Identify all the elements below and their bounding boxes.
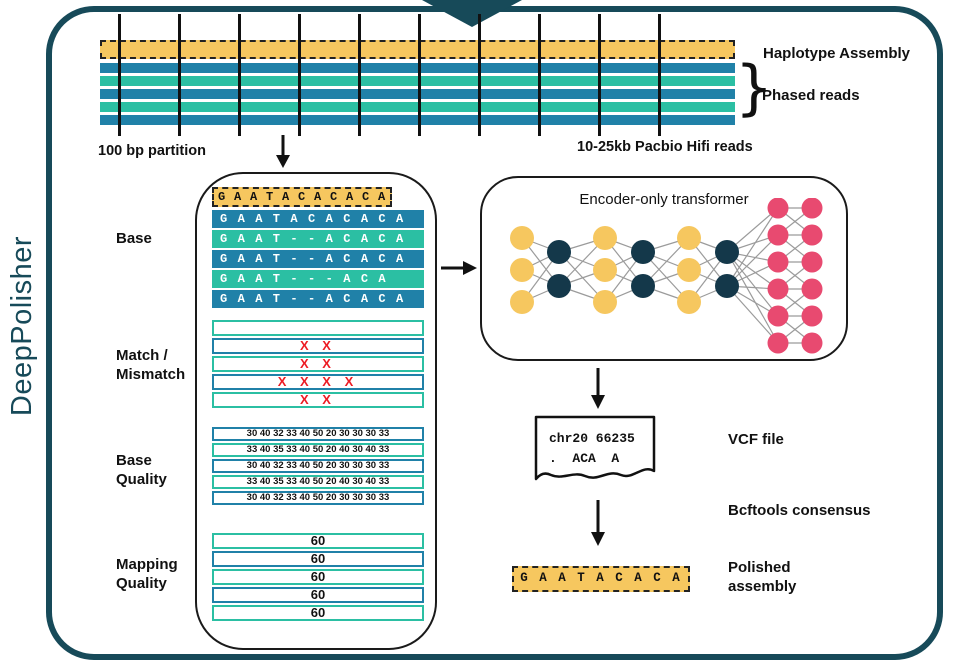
phased-read-bar (100, 89, 735, 99)
network-node (677, 258, 701, 282)
phased-reads-label: Phased reads (762, 87, 860, 104)
network-node (547, 274, 571, 298)
vcf-line1: chr20 66235 (549, 431, 635, 446)
mapping-quality-row-5: 60 (212, 605, 424, 621)
network-node (631, 240, 655, 264)
network-node (801, 251, 823, 273)
label-line: Match / (116, 347, 168, 364)
phased-reads-brace: } (735, 53, 774, 123)
partition-line (538, 14, 541, 136)
network-node (677, 290, 701, 314)
network-node (510, 226, 534, 250)
network-node (593, 226, 617, 250)
network-node (801, 332, 823, 354)
partition-line (298, 14, 301, 136)
partition-line (238, 14, 241, 136)
network-edge (726, 234, 779, 287)
read-row-1: G A A T A C A C A C A (212, 210, 424, 228)
base-quality-row-4: 33 40 35 33 40 50 20 40 30 40 33 (212, 475, 424, 489)
network-node (677, 226, 701, 250)
network-node (801, 305, 823, 327)
base-quality-row-5: 30 40 32 33 40 50 20 30 30 30 33 (212, 491, 424, 505)
partition-line (478, 14, 481, 136)
label-line: Mismatch (116, 366, 186, 383)
network-node (715, 274, 739, 298)
network-edge (726, 251, 779, 344)
partition-line (118, 14, 121, 136)
network-edge (726, 207, 779, 287)
phased-read-bar (100, 102, 735, 112)
vcf-document-icon (534, 415, 656, 481)
polished-assembly-box: G A A T A C A C A (512, 566, 690, 592)
vcf-file-label: VCF file (728, 431, 784, 448)
haplotype-assembly-label: Haplotype Assembly (763, 45, 910, 62)
mapping-quality-row-3: 60 (212, 569, 424, 585)
mapping-quality-label: Mapping Quality (116, 555, 178, 593)
label-line: Polished (728, 559, 791, 576)
network-node (547, 240, 571, 264)
network-edge (726, 251, 779, 317)
base-quality-label: Base Quality (116, 451, 167, 489)
network-node (801, 198, 823, 219)
partition-line (598, 14, 601, 136)
network-edge (726, 285, 779, 344)
network-node (767, 305, 789, 327)
read-row-5: G A A T - - A C A C A (212, 290, 424, 308)
network-node (767, 224, 789, 246)
label-line: Mapping (116, 556, 178, 573)
top-chevron-icon (422, 0, 522, 27)
match-row-1 (212, 320, 424, 336)
network-node (715, 240, 739, 264)
base-quality-row-3: 30 40 32 33 40 50 20 30 30 30 33 (212, 459, 424, 473)
bcftools-consensus-label: Bcftools consensus (728, 502, 871, 519)
network-node (593, 290, 617, 314)
label-line: Base (116, 452, 152, 469)
vcf-document-shape (534, 415, 656, 481)
match-mismatch-label: Match / Mismatch (116, 346, 185, 384)
label-line: Quality (116, 575, 167, 592)
haplotype-assembly-bar (100, 40, 735, 59)
match-row-5: X X (212, 392, 424, 408)
polished-assembly-label: Polished assembly (728, 558, 796, 596)
mapping-quality-row-4: 60 (212, 587, 424, 603)
phased-read-bar (100, 76, 735, 86)
network-node (767, 198, 789, 219)
partition-line (658, 14, 661, 136)
reference-sequence-box: G A A T A C A C A C A (212, 187, 392, 207)
phased-read-bar (100, 115, 735, 125)
partition-line (178, 14, 181, 136)
label-line: assembly (728, 578, 797, 595)
network-node (767, 251, 789, 273)
vcf-line2: . ACA A (549, 451, 620, 466)
hifi-reads-label: 10-25kb Pacbio Hifi reads (577, 139, 753, 155)
base-quality-row-2: 33 40 35 33 40 50 20 40 30 40 33 (212, 443, 424, 457)
network-node (510, 258, 534, 282)
partition-label: 100 bp partition (98, 143, 206, 159)
network-node (631, 274, 655, 298)
match-row-2: X X (212, 338, 424, 354)
network-node (510, 290, 534, 314)
read-row-3: G A A T - - A C A C A (212, 250, 424, 268)
network-node (593, 258, 617, 282)
figure-title: DeepPolisher (6, 235, 38, 417)
base-quality-row-1: 30 40 32 33 40 50 20 30 30 30 33 (212, 427, 424, 441)
read-row-4: G A A T - - - A C A (212, 270, 424, 288)
read-row-2: G A A T - - A C A C A (212, 230, 424, 248)
transformer-title: Encoder-only transformer (579, 191, 749, 208)
network-node (801, 278, 823, 300)
neural-network-svg (510, 198, 823, 354)
mapping-quality-row-2: 60 (212, 551, 424, 567)
mapping-quality-row-1: 60 (212, 533, 424, 549)
phased-read-bar (100, 63, 735, 73)
base-label: Base (116, 230, 152, 247)
label-line: Quality (116, 471, 167, 488)
network-node (767, 278, 789, 300)
match-row-4: X X X X (212, 374, 424, 390)
match-row-3: X X (212, 356, 424, 372)
partition-line (358, 14, 361, 136)
pileup-panel: G A A T A C A C A C A G A A T A C A C A … (195, 172, 437, 650)
network-node (801, 224, 823, 246)
network-node (767, 332, 789, 354)
partition-line (418, 14, 421, 136)
